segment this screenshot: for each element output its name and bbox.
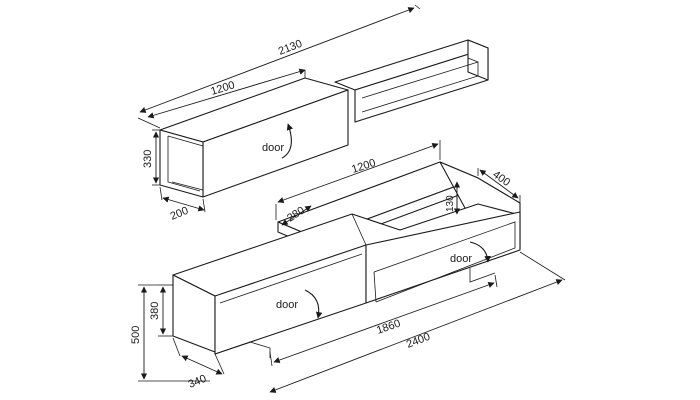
- left-door-label: door: [276, 299, 298, 311]
- dim-label-1860: 1860: [375, 318, 402, 337]
- dim-line-340: [181, 355, 223, 375]
- dim-label-1200-base: 1200: [350, 157, 377, 176]
- dim-label-130: 130: [445, 195, 456, 212]
- dim-label-200: 200: [169, 205, 191, 223]
- dim-line-280: [281, 205, 312, 226]
- dim-line-1200-top: [147, 68, 306, 119]
- right-door-label: door: [450, 253, 472, 265]
- top-shelf-end: [467, 39, 489, 81]
- dim-label-500: 500: [130, 326, 142, 344]
- dim-line-2400: [269, 279, 563, 393]
- dim-label-400: 400: [490, 169, 512, 189]
- dim-line-1200-base: [277, 142, 439, 204]
- dim-label-340: 340: [187, 373, 209, 391]
- right-door-arrow-icon: [469, 241, 491, 263]
- dim-label-330: 330: [142, 150, 154, 168]
- dim-label-2400: 2400: [405, 331, 432, 351]
- dim-line-400: [479, 169, 519, 199]
- dim-line-200: [162, 196, 205, 212]
- top-door-label: door: [262, 142, 284, 154]
- dim-label-380: 380: [149, 302, 161, 320]
- top-wall-unit: door 2130 1200 330 200: [137, 4, 489, 223]
- base-right-drawer: [373, 221, 516, 303]
- top-shelf-inner: [361, 61, 479, 113]
- dim-label-1200-top: 1200: [209, 79, 236, 98]
